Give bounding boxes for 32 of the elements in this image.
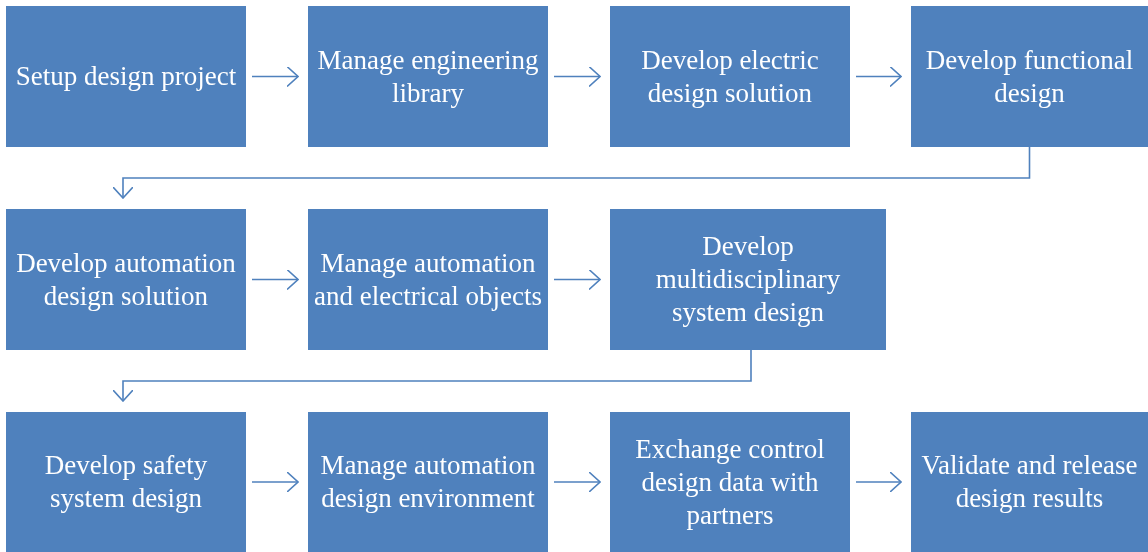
- arrow: [112, 146, 1031, 199]
- process-box: [610, 209, 886, 350]
- step-label: Develop multidisciplinary system design: [654, 230, 842, 329]
- process-box: [610, 412, 850, 552]
- process-box: [610, 6, 850, 147]
- arrow: [855, 471, 902, 493]
- step-label: Develop automation design solution: [15, 246, 237, 313]
- step-label: Develop safety system design: [43, 449, 209, 515]
- step-label: Manage automation design environment: [319, 449, 537, 515]
- step-label: Manage engineering library: [316, 43, 540, 110]
- process-box: [308, 209, 548, 350]
- arrow: [112, 349, 752, 402]
- step-label: Manage automation and electrical objects: [314, 246, 542, 313]
- arrow: [553, 65, 601, 88]
- arrow: [553, 471, 601, 493]
- step-label: Develop functional design: [924, 43, 1135, 110]
- step-label: Validate and release design results: [920, 449, 1139, 515]
- process-box: [308, 412, 548, 552]
- arrow: [553, 268, 601, 291]
- process-box: [911, 6, 1148, 147]
- process-box: [6, 209, 246, 350]
- arrow: [855, 65, 902, 88]
- process-box: [6, 412, 246, 552]
- arrow: [251, 471, 299, 493]
- arrow: [251, 268, 299, 291]
- step-label: Setup design project: [15, 60, 237, 93]
- process-box: [6, 6, 246, 147]
- process-box: [911, 412, 1148, 552]
- step-label: Develop electric design solution: [640, 43, 820, 110]
- arrow: [251, 65, 299, 88]
- step-label: Exchange control design data with partners: [634, 432, 826, 532]
- process-box: [308, 6, 548, 147]
